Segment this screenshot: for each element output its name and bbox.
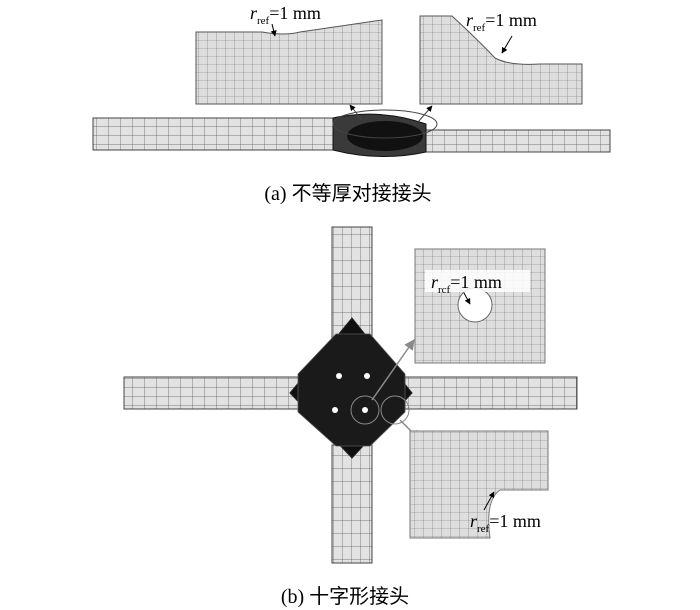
hole-1 [336,373,342,379]
hole-2 [364,373,370,379]
butt-joint-diagram: rref=1 mm rref=1 mm (a) 不等厚对接接头 [92,3,611,205]
thin-plate-left [92,117,334,151]
svg-text:rref=1 mm: rref=1 mm [470,511,541,535]
eq-value-b1: =1 mm [450,272,502,292]
eq-value-a2: =1 mm [485,10,537,30]
detail-mesh-left [195,19,383,105]
svg-text:rref=1 mm: rref=1 mm [466,10,537,34]
svg-text:rref=1 mm: rref=1 mm [250,3,321,27]
hole-4 [362,407,368,413]
highlight-circle-2 [380,395,410,425]
cruciform-joint-diagram: rrcf=1 mm rref=1 mm (b) 十字形接头 [123,226,578,608]
weld-dense-core [347,121,423,151]
rcf-sub-b1: rcf [438,284,451,296]
label-bg-b1 [425,270,530,292]
leader-arrow-right [417,105,433,123]
pointer-arrow-a1 [270,23,277,37]
thin-plate-right [425,129,611,153]
leader-arrow-up [371,339,415,401]
ref-sub-a1: ref [257,15,270,27]
weld-leader-ellipse [332,109,438,139]
horizontal-arm-right [404,376,578,410]
eq-value-b2: =1 mm [489,511,541,531]
r-symbol-a1: r [250,3,258,23]
pointer-arrow-b2 [483,491,495,511]
ref-sub-a2: ref [473,22,486,34]
ref-sub-b2: ref [477,523,490,535]
horizontal-arm-left [123,376,300,410]
eq-value-a1: =1 mm [269,3,321,23]
r-symbol-a2: r [466,10,474,30]
caption-a: (a) 不等厚对接接头 [264,182,431,205]
caption-b: (b) 十字形接头 [281,585,409,608]
hole-3 [332,407,338,413]
r-symbol-b2: r [470,511,478,531]
detail-hole [457,287,493,323]
leader-arrow-left [349,104,363,121]
svg-text:rrcf=1 mm: rrcf=1 mm [431,272,502,296]
highlight-circle-1 [350,395,380,425]
detail-mesh-corner [409,430,549,539]
r-symbol-b1: r [431,272,439,292]
detail-mesh-right [419,15,583,105]
pointer-arrow-a2 [501,35,513,54]
pointer-arrow-b1 [463,292,471,305]
vertical-arm-bottom [331,444,373,564]
weld-core-outer [297,333,406,447]
